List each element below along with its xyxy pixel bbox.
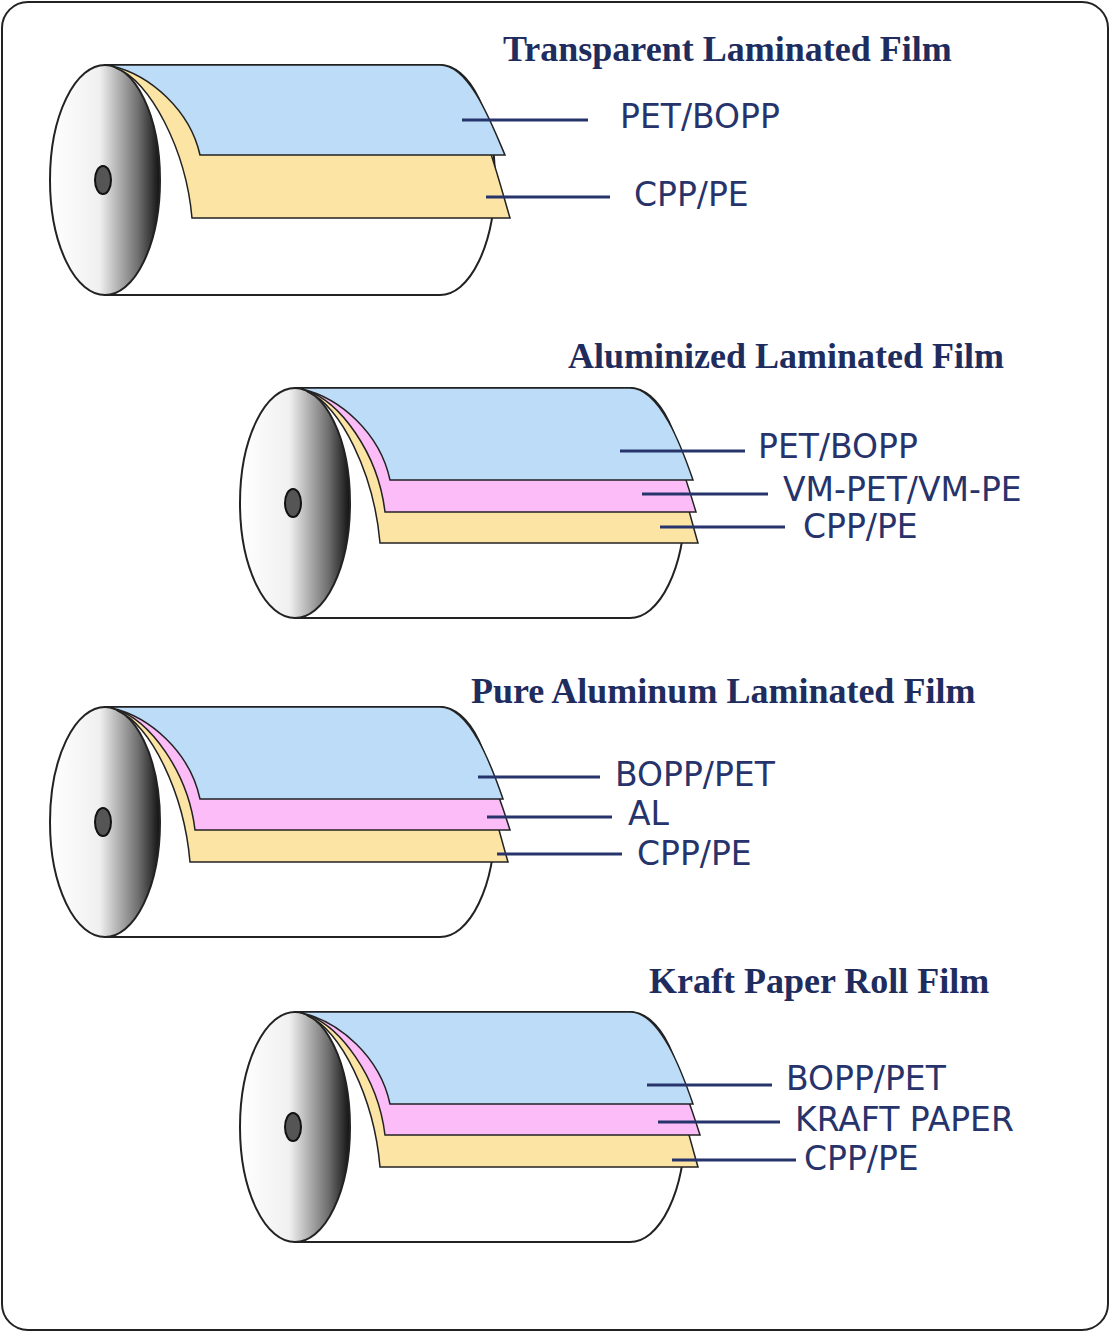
layer-label: CPP/PE — [804, 1141, 919, 1177]
roll-transparent — [50, 65, 610, 295]
layer-label: VM-PET/VM-PE — [783, 472, 1022, 508]
roll-aluminum — [50, 707, 510, 937]
heading: Kraft Paper Roll Film — [649, 962, 989, 1002]
layer-label: KRAFT PAPER — [795, 1102, 1014, 1138]
layer-label: CPP/PE — [637, 836, 752, 872]
layer-label: BOPP/PET — [615, 757, 775, 793]
heading: Aluminized Laminated Film — [568, 337, 1004, 377]
layer-label: CPP/PE — [803, 509, 918, 545]
layer-label: AL — [628, 796, 669, 832]
layer-label: PET/BOPP — [758, 429, 918, 465]
roll-kraft — [240, 1012, 700, 1242]
layer-label: BOPP/PET — [786, 1061, 946, 1097]
roll-aluminized — [240, 388, 698, 618]
layer-label: CPP/PE — [634, 177, 749, 213]
layer-label: PET/BOPP — [620, 99, 780, 135]
heading: Pure Aluminum Laminated Film — [471, 672, 975, 712]
heading: Transparent Laminated Film — [503, 30, 952, 70]
